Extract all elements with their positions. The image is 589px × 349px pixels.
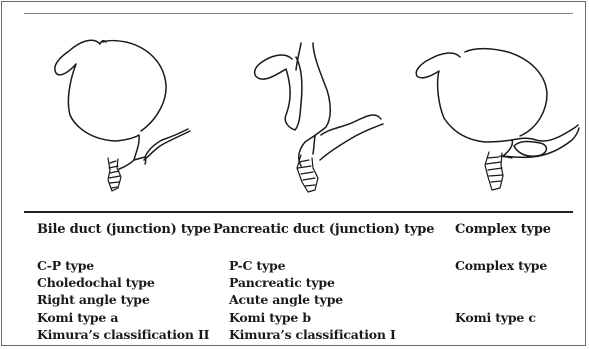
complex-type-list: Complex type Komi type c <box>455 257 547 343</box>
list-item: Komi type b <box>229 309 396 326</box>
list-item: Complex type <box>455 257 547 274</box>
complex-type-drawing <box>416 49 579 190</box>
list-item: Choledochal type <box>37 274 209 291</box>
bile-duct-type-drawing <box>55 40 190 191</box>
list-item: C-P type <box>37 257 209 274</box>
table-divider <box>24 211 573 213</box>
list-item: Acute angle type <box>229 291 396 308</box>
list-item <box>455 274 547 291</box>
gallbladder-outline <box>255 55 302 130</box>
dilated-segment <box>514 141 546 156</box>
list-item <box>455 291 547 308</box>
duct-tube <box>296 43 383 166</box>
list-item: Komi type c <box>455 309 547 326</box>
list-item: Right angle type <box>37 291 209 308</box>
header-complex-type: Complex type <box>455 222 551 237</box>
list-item: Komi type a <box>37 309 209 326</box>
list-item: Kimura’s classification II <box>37 326 209 343</box>
list-item <box>455 326 547 343</box>
pancreatic-duct-type-drawing <box>255 43 383 192</box>
pancreatic-duct-lines <box>119 157 146 169</box>
bile-duct-type-list: C-P type Choledochal type Right angle ty… <box>37 257 209 343</box>
list-item: P-C type <box>229 257 396 274</box>
ampulla-hatching <box>297 155 318 192</box>
header-bile-duct-type: Bile duct (junction) type <box>37 222 211 237</box>
common-channel <box>503 125 579 157</box>
header-pancreatic-duct-type: Pancreatic duct (junction) type <box>213 222 434 237</box>
choledochal-cyst-outline <box>55 40 190 160</box>
choledochal-cyst-outline <box>416 49 547 156</box>
ampulla-hatching <box>108 158 121 191</box>
pancreatic-duct-type-list: P-C type Pancreatic type Acute angle typ… <box>229 257 396 343</box>
list-item: Kimura’s classification I <box>229 326 396 343</box>
list-item: Pancreatic type <box>229 274 396 291</box>
ampulla-hatching <box>485 152 512 190</box>
